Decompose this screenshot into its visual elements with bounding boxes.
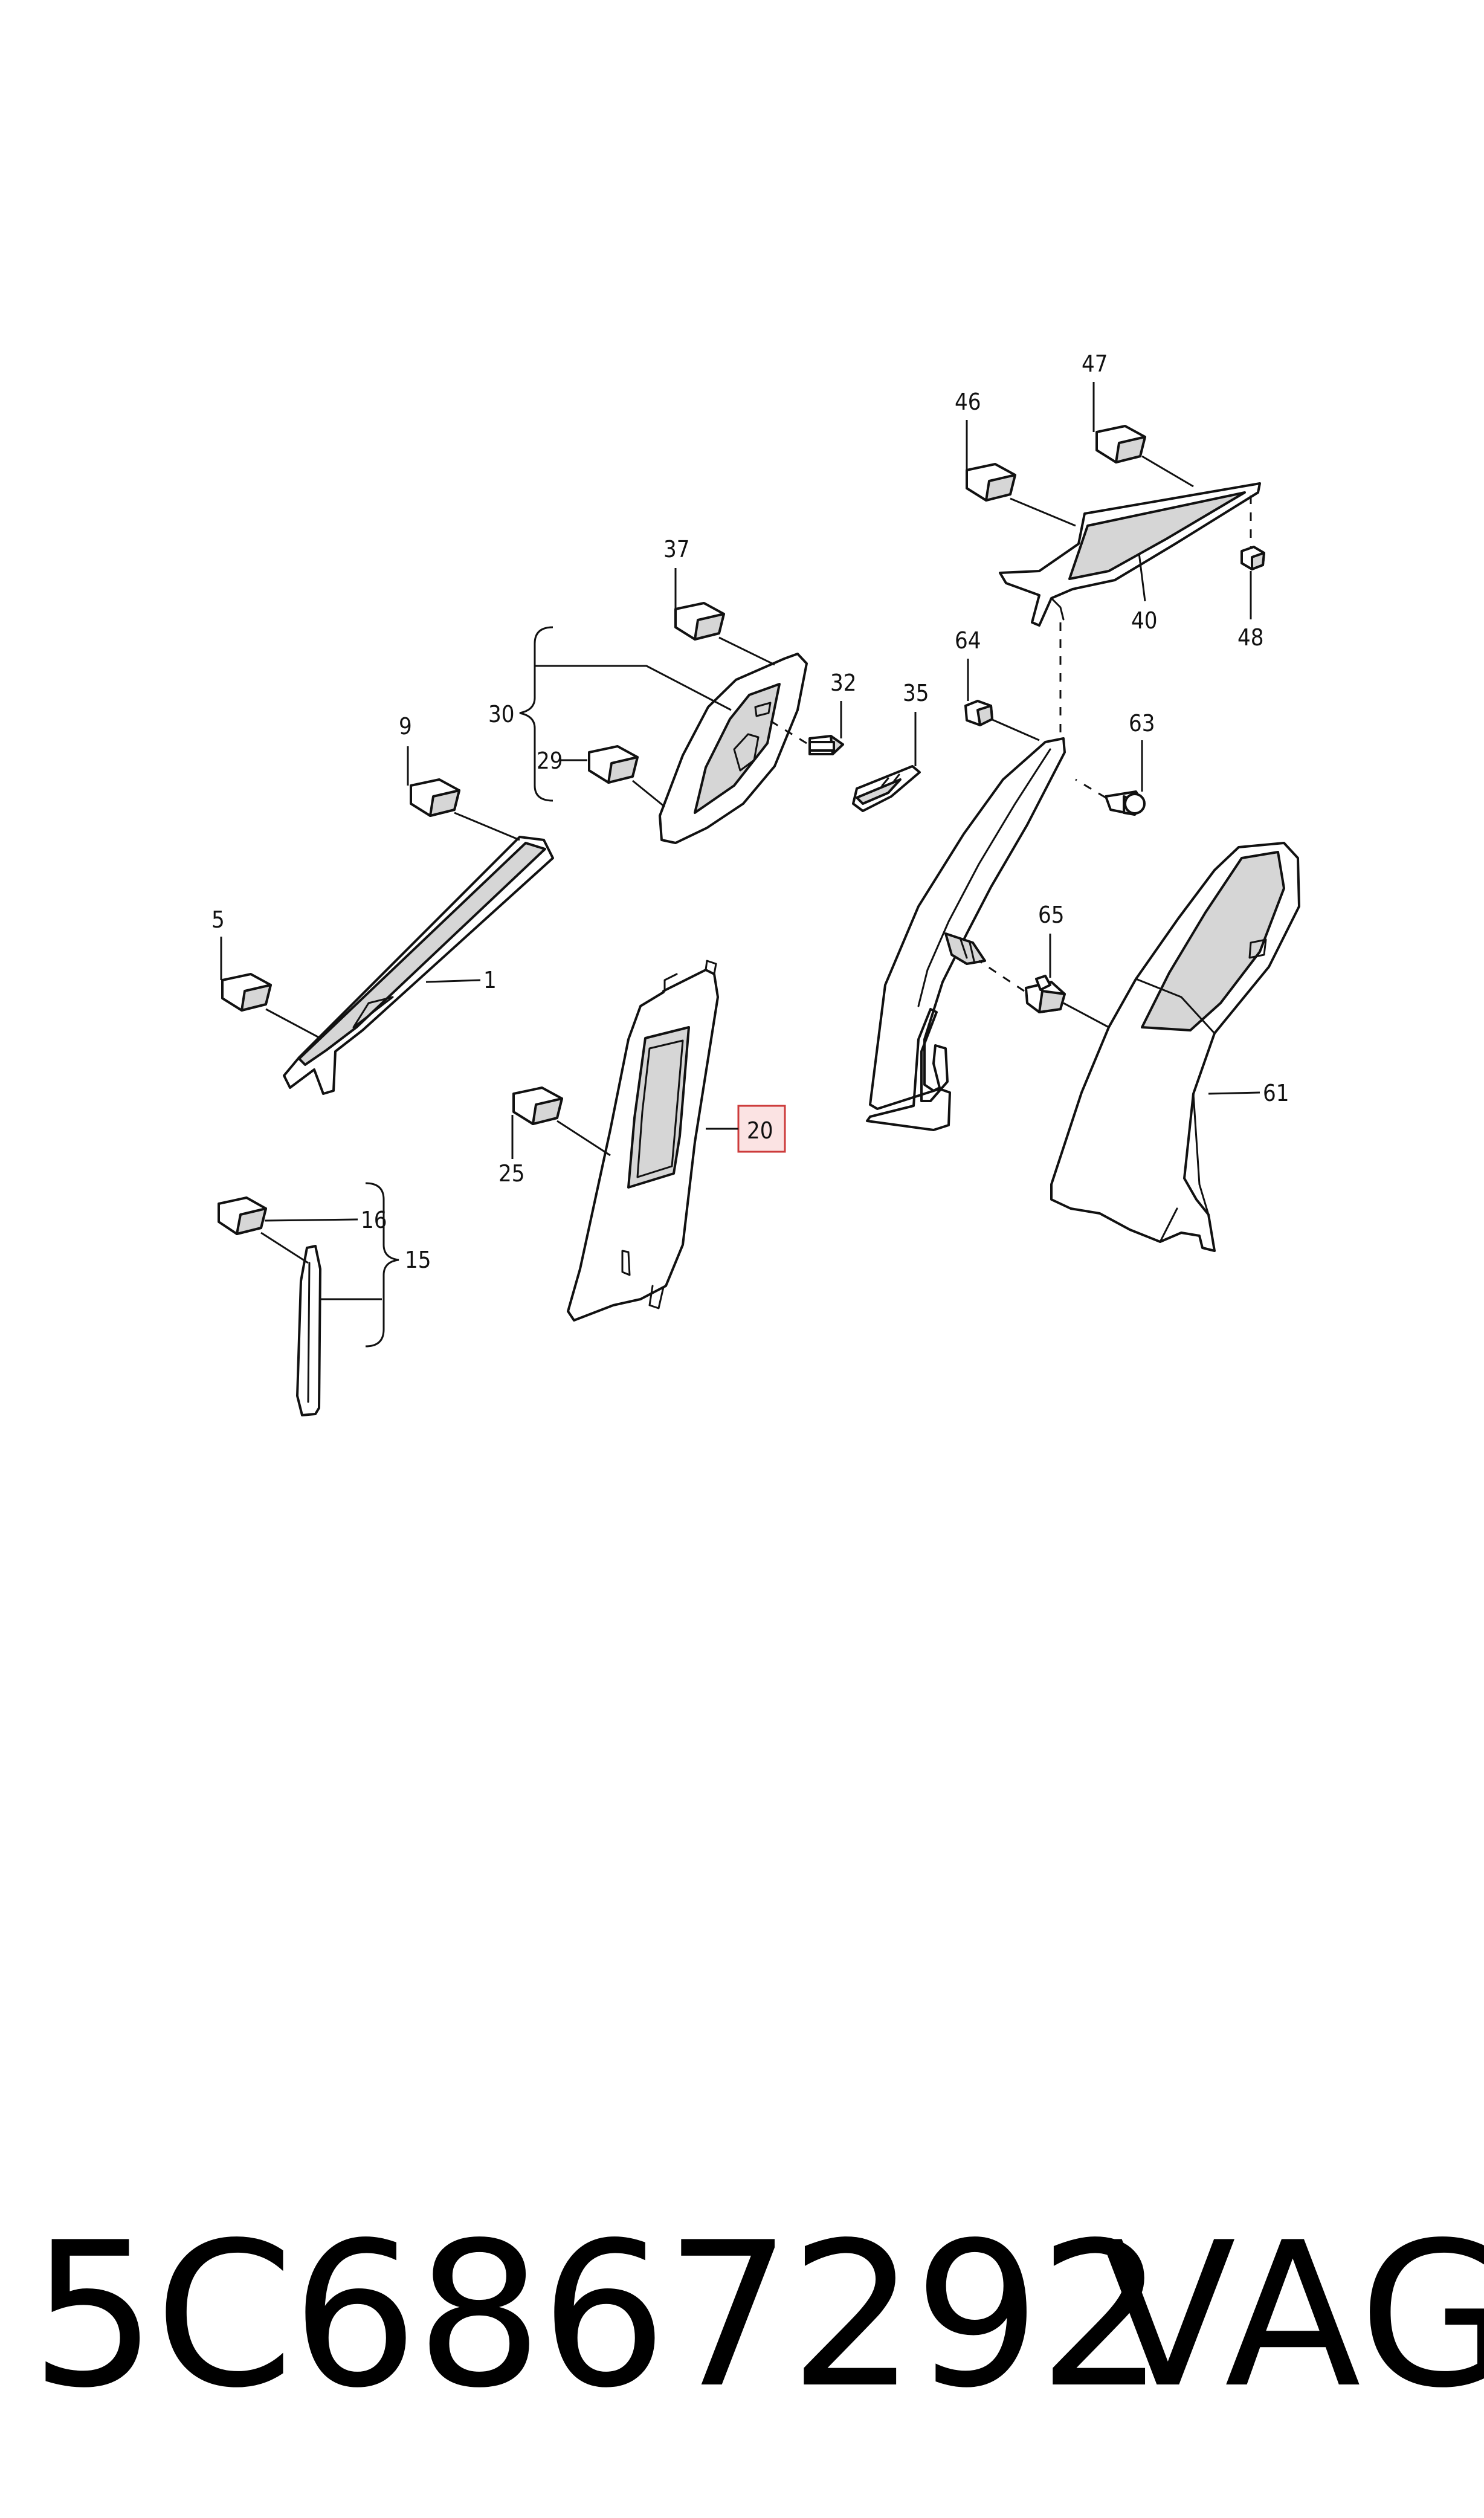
callout-9[interactable]: 9: [399, 713, 412, 740]
callout-20[interactable]: 20: [747, 1117, 773, 1144]
part-47-clip[interactable]: [1095, 425, 1146, 463]
callout-16[interactable]: 16: [361, 1207, 387, 1233]
callout-61[interactable]: 61: [1263, 1080, 1289, 1106]
frame-inner-edge: [917, 748, 1051, 1007]
trim-15-group: 16 15: [218, 1182, 431, 1416]
callout-37[interactable]: 37: [663, 536, 690, 563]
leader-1: [425, 979, 481, 983]
upper-b-pillar-group: 37 29 30 32 35: [488, 536, 929, 844]
part-5-clip[interactable]: [221, 973, 272, 1012]
b-pillar-trim-group: 25 20: [498, 960, 786, 1322]
leader-9b: [454, 812, 520, 841]
callout-25[interactable]: 25: [498, 1160, 525, 1187]
leader-30: [535, 665, 732, 711]
callout-29[interactable]: 29: [537, 747, 563, 774]
c-pillar-lower-group: 64 63 65 61: [866, 627, 1300, 1252]
callout-65[interactable]: 65: [1038, 902, 1065, 928]
callout-32[interactable]: 32: [830, 670, 857, 696]
dash-32: [767, 718, 807, 744]
part-number-label: 5C6867292: [30, 2200, 1165, 2432]
part-37-clip[interactable]: [674, 602, 725, 641]
part-9-clip[interactable]: [410, 778, 460, 817]
leader-61: [1208, 1091, 1260, 1095]
part-29-clip[interactable]: [588, 745, 639, 784]
leader-29b: [632, 780, 665, 808]
part-64-grommet[interactable]: [964, 700, 993, 726]
part-35-bracket[interactable]: [852, 765, 921, 812]
callout-48[interactable]: 48: [1237, 624, 1264, 651]
leader-65b: [1063, 1002, 1109, 1028]
leader-16: [264, 1218, 358, 1222]
callout-46[interactable]: 46: [955, 389, 981, 415]
part-1-trim-groove: [352, 996, 394, 1028]
part-40-face: [1068, 491, 1246, 580]
part-65-clip[interactable]: [1025, 975, 1066, 1013]
part-16-clip[interactable]: [218, 1196, 267, 1235]
callout-15[interactable]: 15: [405, 1247, 431, 1273]
dash-65: [978, 960, 1025, 992]
part-1-a-pillar-trim-face: [298, 842, 546, 1066]
part-61-face: [1141, 851, 1285, 1031]
part-48-nut[interactable]: [1240, 546, 1265, 570]
callout-5[interactable]: 5: [211, 906, 225, 933]
callout-40[interactable]: 40: [1131, 607, 1158, 634]
leader-37b: [718, 636, 775, 666]
callout-64[interactable]: 64: [955, 627, 981, 654]
callout-1[interactable]: 1: [483, 967, 497, 993]
leader-46b: [1010, 497, 1076, 527]
part-c-pillar-frame[interactable]: [866, 737, 1066, 1131]
callout-35[interactable]: 35: [903, 680, 929, 706]
callout-30[interactable]: 30: [488, 701, 515, 728]
leader-47b: [1141, 455, 1194, 488]
part-32-screw[interactable]: [808, 735, 844, 755]
leader-64b: [990, 718, 1040, 741]
leader-40: [1138, 552, 1146, 602]
part-63-screw[interactable]: [1105, 790, 1146, 816]
a-pillar-trim-group: 1 5 9: [211, 713, 554, 1095]
part-25-clip[interactable]: [512, 1086, 563, 1125]
callout-63[interactable]: 63: [1129, 710, 1155, 737]
footer: 5C6867292 VAG: [0, 2200, 1484, 2453]
callout-47[interactable]: 47: [1082, 350, 1108, 377]
brace-30: [519, 626, 553, 802]
dash-63: [1075, 778, 1106, 799]
leader-5b: [265, 1008, 321, 1039]
c-pillar-upper-group: 46 47 40 48: [955, 350, 1265, 734]
brace-15: [365, 1182, 399, 1348]
part-46-clip[interactable]: [966, 463, 1016, 502]
leader-15a: [260, 1232, 309, 1264]
leader-25b: [556, 1120, 611, 1157]
brand-label: VAG: [1100, 2200, 1484, 2432]
